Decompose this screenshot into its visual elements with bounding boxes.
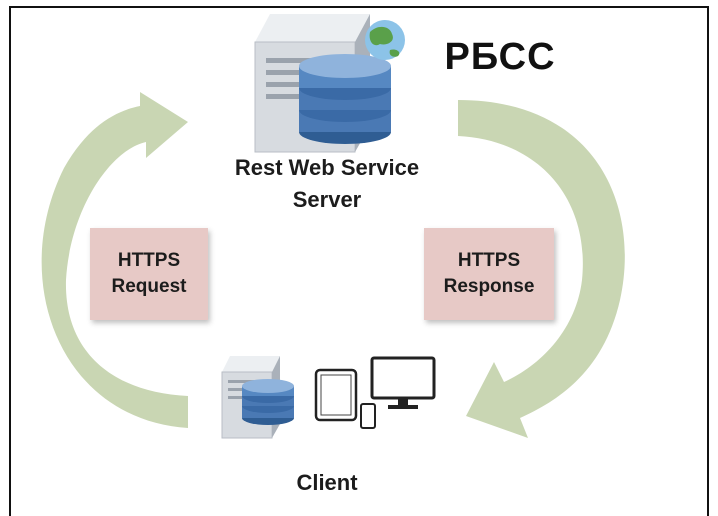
- database-icon: [299, 54, 391, 144]
- client-label: Client: [296, 470, 358, 495]
- server-label-line1: Rest Web Service: [234, 155, 420, 180]
- https-request-box: HTTPS Request: [90, 228, 208, 320]
- request-arrow: [41, 92, 188, 428]
- response-arrow: [458, 100, 625, 438]
- request-line1: HTTPS: [117, 250, 181, 271]
- tablet-icon: [314, 368, 358, 422]
- response-line2: Response: [443, 276, 535, 297]
- response-line1: HTTPS: [457, 250, 521, 271]
- globe-icon: [365, 20, 405, 60]
- request-line2: Request: [111, 276, 187, 297]
- server-label-line2: Server: [292, 187, 362, 212]
- diagram-frame: [9, 6, 709, 516]
- diagram-title: РБСС: [444, 36, 556, 78]
- server-label: Rest Web Service Server: [196, 152, 458, 216]
- client-database-icon: [242, 379, 294, 425]
- monitor-icon: [370, 356, 436, 409]
- phone-icon: [360, 403, 376, 429]
- https-response-box: HTTPS Response: [424, 228, 554, 320]
